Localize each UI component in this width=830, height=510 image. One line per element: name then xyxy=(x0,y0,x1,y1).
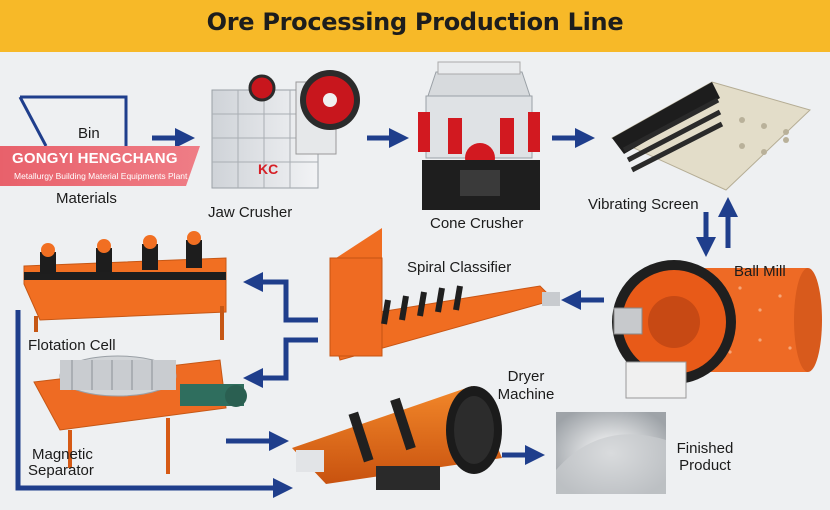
title-banner: Ore Processing Production Line xyxy=(0,0,830,52)
arrow-flotation-to-dryer xyxy=(15,310,293,498)
brand-banner: GONGYI HENGCHANG Metallurgy Building Mat… xyxy=(0,146,200,186)
page-title: Ore Processing Production Line xyxy=(206,8,624,36)
brand-tagline: Metallurgy Building Material Equipments … xyxy=(14,171,188,181)
flotation-cell-image xyxy=(23,231,227,340)
cone-crusher-image xyxy=(418,61,540,210)
label-magnetic-separator-line1: Magnetic xyxy=(32,446,93,463)
spiral-classifier-image xyxy=(329,228,560,361)
jaw-crusher-image: KC xyxy=(211,70,360,189)
label-jaw-crusher: Jaw Crusher xyxy=(208,204,293,221)
label-finished-line1: Finished xyxy=(676,440,734,457)
label-materials: Materials xyxy=(56,190,117,207)
dryer-machine-image xyxy=(292,386,502,490)
ball-mill-image xyxy=(612,260,822,399)
label-ball-mill: Ball Mill xyxy=(734,263,786,280)
brand-name: GONGYI HENGCHANG xyxy=(12,150,178,167)
bin-icon xyxy=(18,95,128,147)
vibrating-screen-image xyxy=(610,81,811,191)
finished-product-image xyxy=(556,412,666,494)
flow-arrows xyxy=(15,128,738,498)
label-dryer-line1: Dryer xyxy=(507,368,545,385)
label-bin: Bin xyxy=(78,125,100,142)
label-magnetic-separator-line2: Separator xyxy=(28,462,94,479)
label-spiral-classifier: Spiral Classifier xyxy=(407,259,512,276)
label-dryer-line2: Machine xyxy=(497,386,555,403)
label-vibrating-screen: Vibrating Screen xyxy=(588,196,699,213)
arrow-classifier-to-flotation xyxy=(243,272,318,323)
label-finished-line2: Product xyxy=(679,457,731,474)
label-flotation-cell: Flotation Cell xyxy=(28,337,116,354)
jaw-crusher-logo: KC xyxy=(258,161,278,177)
label-cone-crusher: Cone Crusher xyxy=(430,215,524,232)
magnetic-separator-image xyxy=(33,355,247,474)
arrow-classifier-to-magnetic xyxy=(243,337,318,388)
